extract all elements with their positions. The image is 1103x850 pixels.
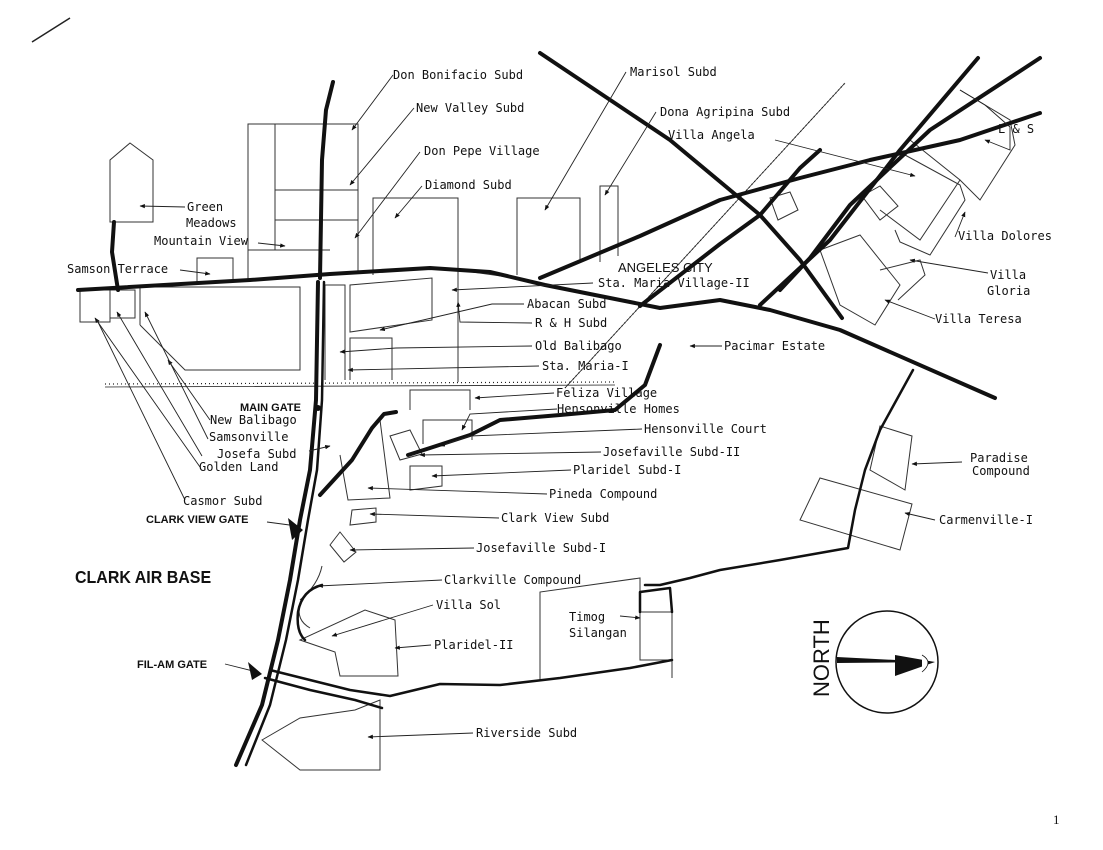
- label-don-pepe: Don Pepe Village: [424, 144, 540, 158]
- label-josefaville-2: Josefaville Subd-II: [603, 445, 740, 459]
- railway-line: [104, 82, 846, 389]
- label-sta-maria-1: Sta. Maria-I: [542, 359, 629, 373]
- label-new-balibago: New Balibago: [210, 413, 297, 427]
- label-samson-terrace: Samson Terrace: [67, 262, 168, 276]
- label-clark-view-gate: CLARK VIEW GATE: [146, 514, 248, 526]
- label-clark-air-base: CLARK AIR BASE: [75, 567, 211, 587]
- place-labels: Don Bonifacio Subd New Valley Subd Don P…: [67, 65, 1052, 740]
- label-abacan: Abacan Subd: [527, 297, 606, 311]
- label-sta-maria-2: Sta. Maria Village-II: [598, 276, 750, 290]
- label-green-meadows-line2: Meadows: [186, 216, 237, 230]
- label-timog-line2: Silangan: [569, 626, 627, 640]
- leader-lines: [94, 71, 1011, 739]
- label-hensonville-homes: Hensonville Homes: [557, 402, 680, 416]
- fil-am-gate-arrow: [248, 662, 262, 680]
- label-dona-agripina: Dona Agripina Subd: [660, 105, 790, 119]
- label-golden-land: Golden Land: [199, 460, 278, 474]
- label-pineda: Pineda Compound: [549, 487, 657, 501]
- label-villa-gloria-line1: Villa: [990, 268, 1026, 282]
- label-main-gate: MAIN GATE: [240, 402, 301, 414]
- label-villa-sol: Villa Sol: [436, 598, 501, 612]
- label-marisol: Marisol Subd: [630, 65, 717, 79]
- label-casmor: Casmor Subd: [183, 494, 262, 508]
- label-timog-line1: Timog: [569, 610, 605, 624]
- label-pacimar: Pacimar Estate: [724, 339, 825, 353]
- label-ls: L & S: [998, 122, 1034, 136]
- road-network: [76, 51, 1042, 767]
- label-josefaville-1: Josefaville Subd-I: [476, 541, 606, 555]
- label-new-valley: New Valley Subd: [416, 101, 524, 115]
- label-plaridel-2: Plaridel-II: [434, 638, 513, 652]
- label-diamond: Diamond Subd: [425, 178, 512, 192]
- label-samsonville: Samsonville: [209, 430, 288, 444]
- label-green-meadows-line1: Green: [187, 200, 223, 214]
- label-mountain-view: Mountain View: [154, 234, 249, 248]
- north-compass: NORTH: [809, 610, 939, 714]
- label-paradise-line1: Paradise: [970, 451, 1028, 465]
- label-old-balibago: Old Balibago: [535, 339, 622, 353]
- label-clark-view-subd: Clark View Subd: [501, 511, 609, 525]
- label-carmenville: Carmenville-I: [939, 513, 1033, 527]
- clark-view-gate-arrow: [288, 518, 303, 540]
- label-clarkville: Clarkville Compound: [444, 573, 581, 587]
- label-villa-gloria-line2: Gloria: [987, 284, 1030, 298]
- label-villa-teresa: Villa Teresa: [935, 312, 1022, 326]
- label-josefa: Josefa Subd: [217, 447, 296, 461]
- pen-mark: [31, 17, 71, 43]
- label-angeles-city: ANGELES CITY: [618, 260, 713, 275]
- label-villa-dolores: Villa Dolores: [958, 229, 1052, 243]
- label-rh: R & H Subd: [535, 316, 607, 330]
- label-paradise-line2: Compound: [972, 464, 1030, 478]
- north-label: NORTH: [809, 619, 834, 697]
- label-fil-am-gate: FIL-AM GATE: [137, 659, 207, 671]
- label-feliza: Feliza Village: [556, 386, 657, 400]
- main-gate-marker: [315, 405, 321, 411]
- label-riverside: Riverside Subd: [476, 726, 577, 740]
- label-hensonville-court: Hensonville Court: [644, 422, 767, 436]
- label-villa-angela: Villa Angela: [668, 128, 755, 142]
- page-number: 1: [1053, 812, 1060, 827]
- label-don-bonifacio: Don Bonifacio Subd: [393, 68, 523, 82]
- label-plaridel-1: Plaridel Subd-I: [573, 463, 681, 477]
